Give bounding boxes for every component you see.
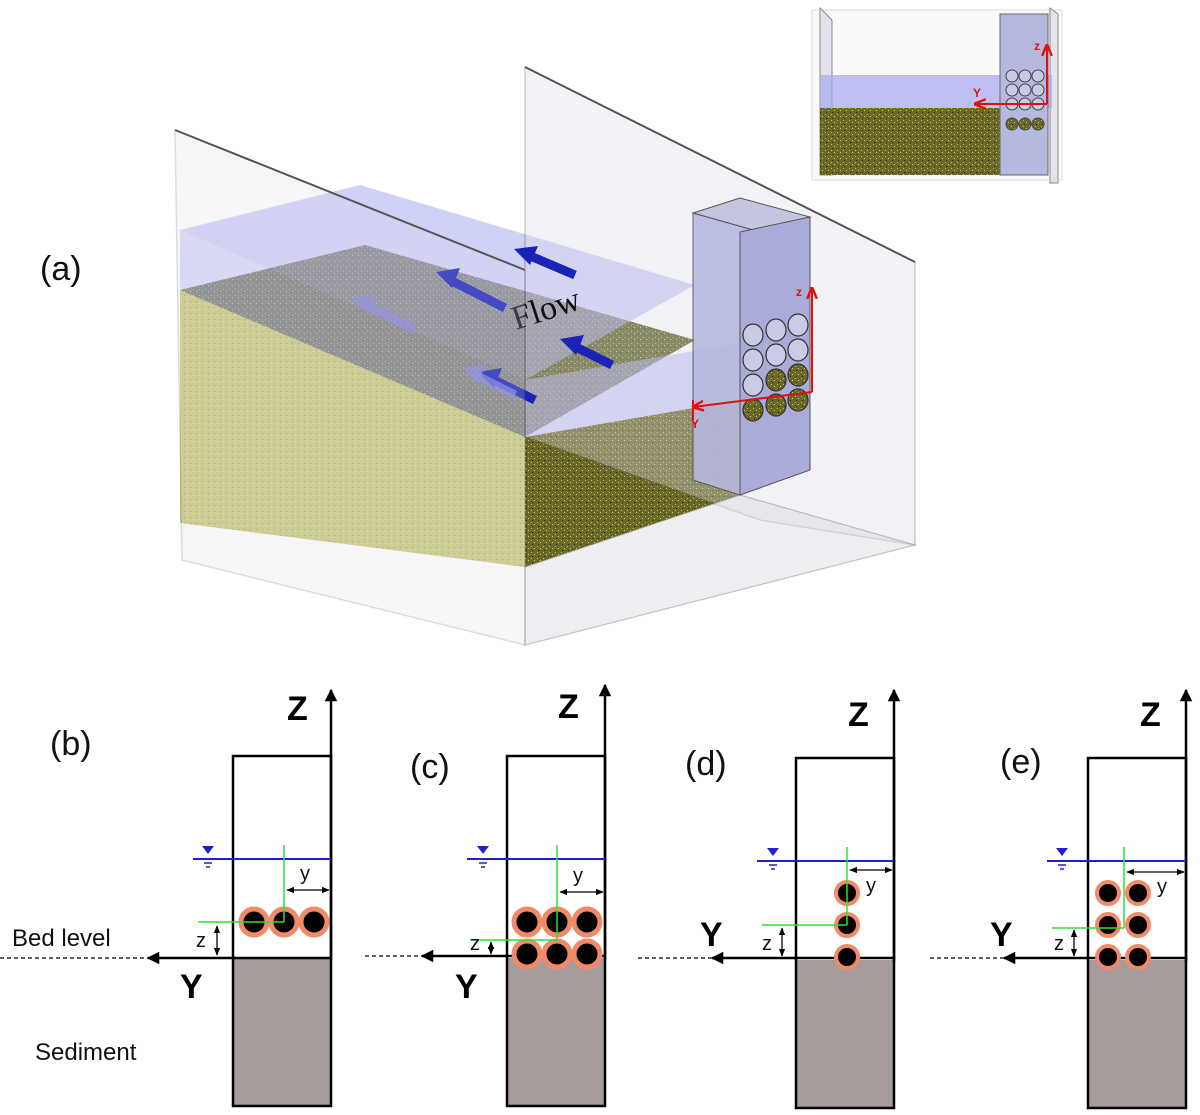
panel-e-section: (e) Z Y y z (930, 688, 1193, 1110)
local-axis-z-label: z (796, 285, 802, 299)
z-dimension-label: z (196, 930, 206, 952)
water-front-face (525, 343, 740, 437)
bed-level-label: Bed level (12, 925, 111, 952)
y-axis-label: Y (990, 916, 1013, 954)
sediment-block (233, 958, 331, 1106)
inset-axis-y-label: Y (973, 86, 981, 100)
y-dimension-label: y (300, 863, 310, 885)
z-axis-label: Z (287, 690, 308, 728)
y-axis-label: Y (455, 968, 478, 1006)
water-top-face (180, 185, 695, 380)
sediment-block (796, 960, 894, 1108)
z-axis-label: Z (1140, 696, 1161, 734)
panel-a-flume: (a) (40, 65, 918, 646)
y-dimension-label: y (1157, 876, 1167, 898)
water-level-symbol (477, 846, 489, 854)
inset-sediment (820, 108, 1000, 175)
water-side-face (180, 230, 525, 437)
local-axes-3d: z Y (691, 285, 812, 431)
water-level-symbol (202, 846, 214, 854)
panel-d-label: (d) (685, 745, 727, 783)
z-axis-label: Z (558, 688, 579, 726)
z-dimension-label: z (1054, 933, 1064, 955)
y-dimension-label: y (573, 865, 583, 887)
panel-a-label: (a) (40, 250, 82, 288)
z-dimension-label: z (762, 933, 772, 955)
y-dimension-label: y (866, 875, 876, 897)
water-level-symbol (767, 848, 779, 856)
front-wall-edge (174, 129, 526, 271)
panel-b-label: (b) (50, 725, 92, 763)
sediment-side-face (180, 290, 525, 567)
y-axis-label: Y (700, 916, 723, 954)
sediment-block (507, 958, 605, 1106)
water-level-symbol (1056, 848, 1068, 856)
flow-arrows (352, 246, 615, 405)
sediment-block (1088, 960, 1186, 1108)
panel-c-label: (c) (410, 748, 450, 786)
pipe-grid-3d (742, 313, 809, 422)
inset-axis-z-label: z (1034, 39, 1040, 53)
rear-wall-edge (524, 66, 916, 263)
inset-front-view: z Y (811, 6, 1063, 184)
flume-bottom (524, 494, 918, 646)
front-glass-wall (174, 128, 526, 646)
panel-d-section: (d) Z Y y z (638, 688, 901, 1110)
pipe-grid (1095, 880, 1151, 970)
local-axis-y-label: Y (691, 417, 699, 431)
sediment-label: Sediment (35, 1039, 137, 1066)
panel-b-section: (b) Z Y Bed level Sediment y z (0, 688, 338, 1108)
sediment-front-face (525, 400, 740, 567)
inset-pipes (1005, 69, 1045, 131)
y-axis-label: Y (180, 968, 203, 1006)
z-axis-label: Z (848, 696, 869, 734)
z-dimension-label: z (470, 933, 480, 955)
panel-c-section: (c) Z Y y z (365, 683, 612, 1108)
pipe-grid (511, 906, 603, 970)
panel-e-label: (e) (1000, 743, 1042, 781)
